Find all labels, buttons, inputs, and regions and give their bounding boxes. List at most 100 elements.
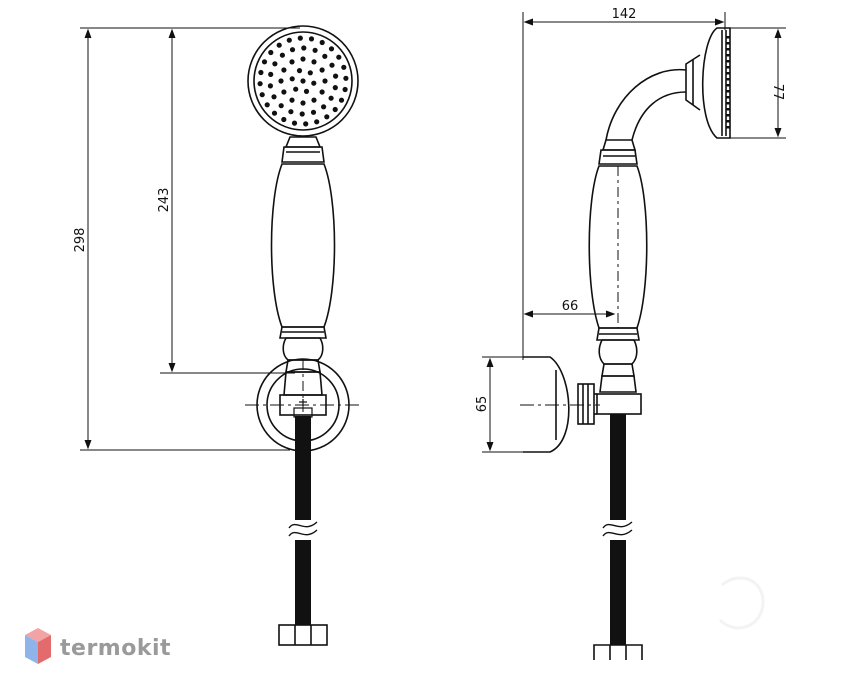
side-nozzle-row [726, 36, 730, 129]
termokit-logo: termokit [25, 628, 171, 664]
nozzle [338, 97, 345, 103]
nozzle [311, 59, 317, 65]
nozzle [297, 35, 303, 41]
side-nozzle [726, 54, 730, 57]
nozzle [271, 110, 278, 116]
nozzle [300, 56, 306, 62]
nozzle [311, 97, 317, 103]
cube-icon [25, 628, 51, 664]
nozzle [258, 69, 264, 76]
nozzle [286, 37, 292, 43]
dimension-label-243: 243 [157, 188, 172, 213]
side-nozzle [726, 78, 730, 81]
hose-side [593, 414, 643, 660]
dimension-label-77: 77 [770, 84, 785, 101]
nozzle [314, 119, 320, 125]
side-nozzle [726, 42, 730, 45]
side-nozzle [726, 60, 730, 63]
nozzle [293, 86, 299, 92]
side-nozzle [726, 48, 730, 51]
nozzle [281, 116, 287, 123]
dimension-holder-offset [523, 310, 616, 318]
nozzle [303, 121, 309, 127]
dimension-mount-height [482, 356, 525, 453]
nozzle [332, 85, 338, 91]
nozzle [342, 86, 348, 93]
shower-head-side [685, 27, 731, 139]
side-nozzle [726, 120, 730, 123]
nozzle [332, 106, 338, 113]
side-nozzle [726, 96, 730, 99]
nozzle [300, 78, 306, 84]
nozzle [289, 97, 295, 103]
handle-body-front [270, 163, 336, 328]
side-nozzle [726, 114, 730, 117]
nozzle [341, 64, 347, 70]
nozzle [300, 100, 306, 106]
front-view: 298 243 [73, 25, 360, 646]
nozzle [278, 103, 284, 109]
nozzle [319, 39, 325, 46]
nozzle-pattern [257, 35, 349, 127]
side-nozzle [726, 102, 730, 105]
nozzle [328, 95, 334, 101]
dimension-reach [522, 12, 726, 360]
holder-block-side [596, 393, 642, 415]
faint-watermark-mark [718, 576, 765, 630]
nozzle [319, 89, 325, 95]
nozzle [267, 83, 273, 89]
dimension-label-142: 142 [612, 7, 637, 22]
dimension-label-66: 66 [562, 299, 579, 314]
nozzle [343, 75, 349, 81]
dimension-overall-height [80, 27, 300, 451]
nozzle [259, 92, 265, 98]
side-view: 142 77 66 65 [475, 7, 786, 660]
nozzle [296, 68, 303, 74]
curved-arm [605, 68, 687, 141]
nozzle [312, 47, 318, 53]
nozzle [257, 81, 263, 87]
nozzle [288, 109, 294, 115]
nozzle [303, 88, 310, 94]
nozzle [321, 104, 327, 110]
side-nozzle [726, 72, 730, 75]
nozzle [299, 111, 305, 117]
nozzle [322, 78, 328, 84]
nozzle [311, 80, 317, 86]
side-nozzle [726, 90, 730, 93]
nozzle [271, 94, 277, 100]
side-nozzle [726, 108, 730, 111]
side-nozzle [726, 84, 730, 87]
nozzle [289, 59, 295, 65]
nozzle [322, 53, 328, 59]
nozzle [310, 109, 317, 115]
side-nozzle [726, 36, 730, 39]
nozzle [289, 76, 295, 82]
side-nozzle [726, 126, 730, 129]
nozzle [264, 102, 270, 108]
nozzle [281, 89, 287, 95]
wall-mount-side [523, 356, 570, 453]
nozzle [272, 61, 278, 67]
nozzle [276, 42, 282, 48]
dimension-label-298: 298 [73, 228, 88, 253]
shower-head-front [247, 25, 359, 137]
dimension-label-65: 65 [475, 396, 490, 413]
hose-front [278, 416, 328, 646]
nozzle [301, 45, 307, 51]
nozzle [333, 73, 339, 79]
nozzle [268, 71, 274, 77]
nozzle [308, 36, 315, 42]
nozzle [307, 70, 313, 76]
logo-wordmark: termokit [60, 636, 171, 661]
nozzle [328, 46, 335, 52]
side-nozzle [726, 66, 730, 69]
nozzle [281, 67, 287, 73]
nozzle [319, 67, 325, 73]
nozzle [291, 120, 298, 126]
nozzle [278, 78, 284, 84]
nozzle [329, 62, 335, 68]
nozzle [289, 47, 296, 53]
dimension-head-diameter [730, 27, 786, 139]
